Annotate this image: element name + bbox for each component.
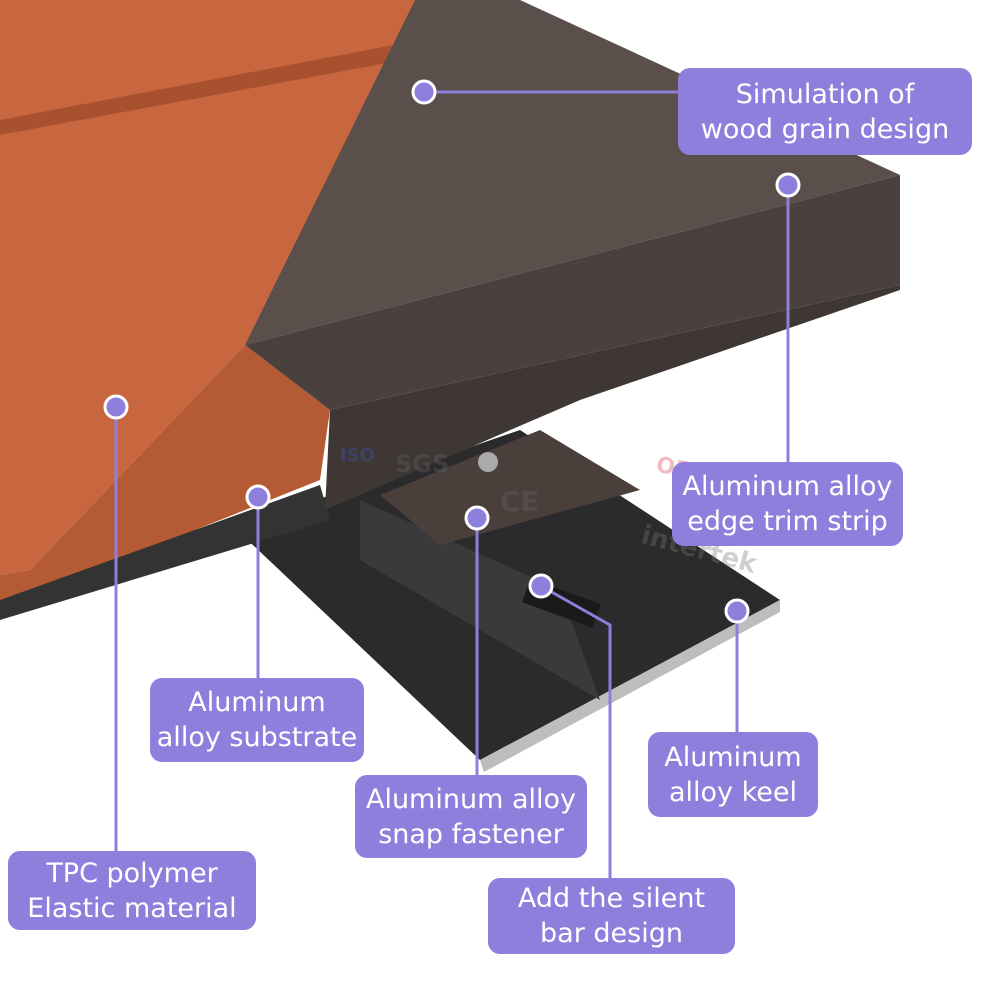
label-line: Add the silent	[517, 883, 706, 914]
label-line: Aluminum alloy	[682, 471, 893, 502]
label-silent-bar: Add the silent bar design	[488, 878, 735, 954]
dot-wood-grain	[411, 79, 437, 105]
pointer-lines	[114, 90, 790, 878]
label-wood-grain: Simulation of wood grain design	[678, 68, 972, 155]
dot-silent-bar	[528, 573, 554, 599]
dot-substrate	[245, 484, 271, 510]
edge-trim-front	[325, 285, 900, 510]
keel-rail	[360, 500, 600, 700]
label-line: Elastic material	[27, 892, 237, 924]
label-snap-fastener: Aluminum alloy snap fastener	[355, 775, 587, 858]
edge-trim-face	[245, 175, 900, 410]
label-line: wood grain design	[700, 113, 950, 145]
watermark-iso: ISO	[340, 445, 375, 466]
label-line: Simulation of	[735, 78, 915, 110]
dot-keel	[724, 598, 750, 624]
watermark-ce: CE	[500, 485, 540, 518]
label-line: alloy keel	[668, 776, 798, 808]
pointer-dots	[103, 79, 801, 624]
label-edge-trim: Aluminum alloy edge trim strip	[672, 462, 903, 546]
label-tpc: TPC polymer Elastic material	[8, 851, 256, 930]
label-substrate: Aluminum alloy substrate	[150, 678, 364, 762]
watermark-sgs: SGS	[395, 450, 450, 478]
label-line: Aluminum	[664, 741, 802, 773]
label-line: edge trim strip	[687, 506, 888, 537]
label-keel: Aluminum alloy keel	[648, 732, 818, 817]
snap-fastener	[380, 430, 640, 545]
label-line: alloy substrate	[156, 722, 358, 753]
keel-edge	[480, 600, 780, 772]
fastener-screw	[478, 452, 498, 472]
dot-tpc	[103, 394, 129, 420]
wood-board-groove	[0, 40, 430, 135]
edge-trim-top	[245, 0, 900, 345]
substrate-underside	[0, 485, 330, 620]
dot-edge-trim	[775, 172, 801, 198]
dot-snap-fastener	[464, 505, 490, 531]
label-line: snap fastener	[378, 818, 564, 850]
label-line: Aluminum alloy	[365, 783, 577, 815]
label-line: bar design	[540, 918, 683, 949]
label-line: TPC polymer	[46, 857, 218, 889]
label-line: Aluminum	[188, 687, 326, 718]
wood-board-side	[0, 345, 330, 600]
